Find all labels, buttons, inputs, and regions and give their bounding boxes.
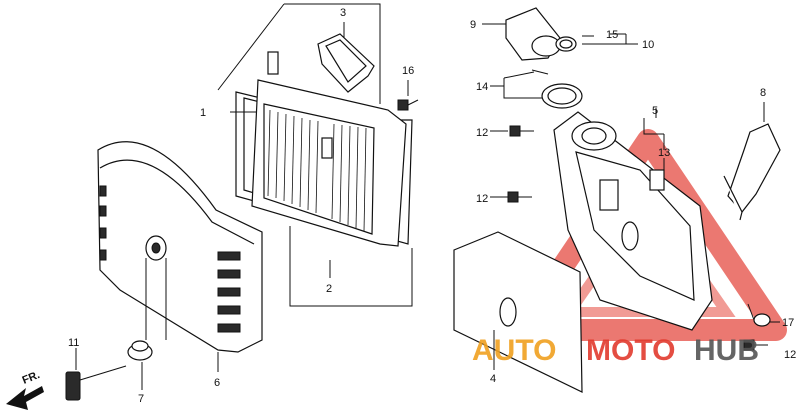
callout-13: 13: [658, 147, 670, 159]
filter-pleats: [267, 109, 367, 232]
bolt-12-upper: [509, 125, 534, 137]
callout-8: 8: [760, 87, 766, 99]
callout-9: 9: [470, 19, 476, 31]
watermark-auto: AUTO: [472, 334, 556, 367]
leader-lines: [75, 3, 780, 390]
bolt-12-middle: [507, 191, 532, 203]
callout-3: 3: [340, 7, 346, 19]
callout-16: 16: [402, 65, 414, 77]
foam-sheet: [453, 231, 583, 393]
callout-12-middle: 12: [476, 193, 488, 205]
watermark-moto: MOTO: [586, 334, 675, 367]
callout-4: 4: [490, 373, 496, 385]
air-filter-element: [235, 51, 413, 247]
grommet: [127, 340, 153, 361]
air-cleaner-case: [553, 111, 713, 331]
callout-6: 6: [214, 377, 220, 389]
gasket-plate: [317, 33, 375, 93]
callout-1: 1: [200, 107, 206, 119]
watermark-text: AUTO MOTO HUB: [472, 334, 759, 367]
front-arrow-icon: [6, 386, 44, 410]
callout-10: 10: [642, 39, 654, 51]
bolt-12-lower: [743, 339, 768, 351]
bolt-16: [397, 99, 419, 111]
callout-11: 11: [68, 337, 79, 349]
callout-12-upper: 12: [476, 127, 488, 139]
bolt-with-nut: [65, 365, 127, 401]
bolt-17: [747, 303, 771, 327]
callout-15: 15: [606, 29, 618, 41]
front-direction-indicator: FR.: [6, 369, 44, 410]
callout-17: 17: [782, 317, 794, 329]
intake-boot: [505, 7, 561, 61]
mounting-bracket: [723, 123, 781, 221]
watermark-hub: HUB: [694, 334, 759, 367]
callout-2: 2: [326, 283, 332, 295]
clamp-band: [531, 69, 583, 109]
callout-12-lower: 12: [784, 349, 796, 361]
callout-14: 14: [476, 81, 488, 93]
callout-7: 7: [138, 393, 144, 405]
air-cleaner-cover: [97, 141, 263, 353]
front-direction-label: FR.: [21, 369, 42, 387]
hose-clamp: [555, 35, 594, 52]
callout-5: 5: [652, 105, 658, 117]
